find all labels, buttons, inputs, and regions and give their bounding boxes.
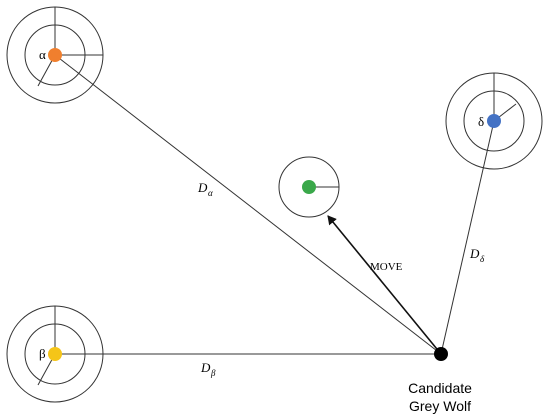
d-delta-label: D δ xyxy=(469,246,485,264)
d-alpha-text: D xyxy=(197,180,208,195)
alpha-wolf-dot xyxy=(48,48,62,62)
alpha-symbol: α xyxy=(39,47,46,62)
d-delta-sub: δ xyxy=(480,254,485,264)
d-alpha-label: D α xyxy=(197,180,213,198)
d-beta-sub: β xyxy=(210,368,216,378)
line-d-delta xyxy=(440,120,495,355)
d-beta-label: D β xyxy=(200,360,216,378)
beta-wolf-target: β xyxy=(6,305,104,403)
candidate-label-line1: Candidate xyxy=(408,380,472,396)
d-alpha-sub: α xyxy=(208,188,213,198)
delta-wolf-dot xyxy=(487,114,501,128)
move-arrow xyxy=(327,215,442,355)
new-position-target xyxy=(278,156,340,218)
d-delta-text: D xyxy=(469,246,480,261)
delta-symbol: δ xyxy=(478,114,484,129)
beta-symbol: β xyxy=(39,346,46,361)
line-d-alpha xyxy=(54,54,442,355)
alpha-wolf-target: α xyxy=(6,6,104,104)
d-beta-text: D xyxy=(200,360,211,375)
move-label: MOVE xyxy=(370,261,403,273)
delta-wolf-target: δ xyxy=(445,72,543,170)
candidate-wolf-dot xyxy=(434,347,448,361)
new-position-dot xyxy=(302,180,316,194)
candidate-label-line2: Grey Wolf xyxy=(409,398,471,414)
beta-wolf-dot xyxy=(48,347,62,361)
